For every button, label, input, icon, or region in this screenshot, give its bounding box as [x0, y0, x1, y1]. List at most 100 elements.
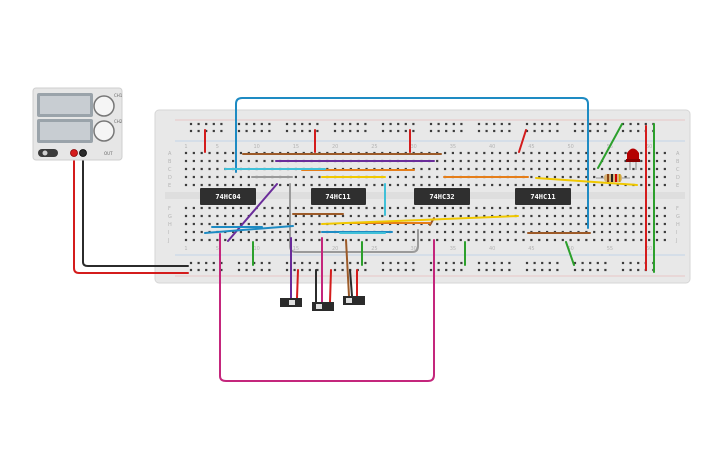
breadboard-hole[interactable]: [483, 230, 486, 234]
breadboard-hole[interactable]: [491, 151, 494, 155]
breadboard-hole[interactable]: [655, 222, 659, 226]
breadboard-hole[interactable]: [349, 122, 352, 126]
breadboard-hole[interactable]: [541, 268, 544, 272]
breadboard-hole[interactable]: [404, 122, 407, 126]
breadboard-hole[interactable]: [561, 238, 564, 242]
breadboard-hole[interactable]: [285, 261, 289, 265]
breadboard-hole[interactable]: [349, 129, 352, 133]
breadboard-hole[interactable]: [271, 230, 274, 234]
breadboard-hole[interactable]: [573, 268, 577, 272]
breadboard-hole[interactable]: [522, 206, 525, 210]
breadboard-hole[interactable]: [452, 261, 455, 265]
breadboard-hole[interactable]: [247, 206, 250, 210]
breadboard-hole[interactable]: [294, 183, 297, 187]
breadboard-hole[interactable]: [629, 261, 632, 265]
breadboard-hole[interactable]: [508, 129, 511, 133]
breadboard-hole[interactable]: [184, 183, 188, 187]
breadboard-hole[interactable]: [561, 206, 564, 210]
breadboard-hole[interactable]: [604, 129, 607, 133]
breadboard-hole[interactable]: [294, 175, 297, 179]
breadboard-hole[interactable]: [640, 159, 643, 163]
breadboard-hole[interactable]: [381, 268, 385, 272]
breadboard-hole[interactable]: [412, 230, 415, 234]
breadboard-hole[interactable]: [648, 183, 651, 187]
breadboard-hole[interactable]: [247, 222, 250, 226]
breadboard-hole[interactable]: [608, 151, 611, 155]
breadboard-hole[interactable]: [589, 268, 592, 272]
wire-yellow-2[interactable]: [535, 177, 638, 186]
breadboard-hole[interactable]: [197, 261, 200, 265]
breadboard-hole[interactable]: [279, 206, 282, 210]
breadboard-hole[interactable]: [608, 183, 611, 187]
breadboard-hole[interactable]: [232, 175, 235, 179]
breadboard-hole[interactable]: [648, 167, 651, 171]
breadboard-hole[interactable]: [205, 129, 208, 133]
breadboard-hole[interactable]: [205, 268, 208, 272]
breadboard-hole[interactable]: [436, 183, 439, 187]
breadboard-hole[interactable]: [404, 261, 407, 265]
breadboard-hole[interactable]: [525, 129, 529, 133]
breadboard-hole[interactable]: [663, 230, 666, 234]
breadboard-hole[interactable]: [522, 230, 525, 234]
breadboard-hole[interactable]: [445, 129, 448, 133]
breadboard-hole[interactable]: [263, 230, 266, 234]
breadboard-hole[interactable]: [255, 238, 258, 242]
wire-psu-black[interactable]: [82, 153, 189, 267]
breadboard-hole[interactable]: [498, 238, 502, 242]
breadboard-hole[interactable]: [239, 222, 243, 226]
breadboard-hole[interactable]: [581, 261, 584, 265]
breadboard-hole[interactable]: [596, 268, 599, 272]
breadboard-hole[interactable]: [397, 261, 400, 265]
breadboard-hole[interactable]: [428, 167, 431, 171]
breadboard-hole[interactable]: [608, 214, 611, 218]
breadboard-hole[interactable]: [302, 175, 305, 179]
breadboard-hole[interactable]: [437, 129, 440, 133]
breadboard-hole[interactable]: [648, 151, 651, 155]
breadboard-hole[interactable]: [561, 167, 564, 171]
breadboard-hole[interactable]: [569, 151, 572, 155]
breadboard-hole[interactable]: [508, 268, 511, 272]
breadboard-hole[interactable]: [616, 167, 619, 171]
breadboard-hole[interactable]: [302, 222, 305, 226]
breadboard-hole[interactable]: [192, 175, 195, 179]
breadboard-hole[interactable]: [530, 183, 533, 187]
breadboard-hole[interactable]: [655, 238, 659, 242]
breadboard-hole[interactable]: [263, 214, 266, 218]
breadboard-hole[interactable]: [318, 214, 321, 218]
breadboard-hole[interactable]: [508, 261, 511, 265]
breadboard-hole[interactable]: [624, 151, 627, 155]
breadboard-hole[interactable]: [608, 167, 611, 171]
breadboard-hole[interactable]: [548, 129, 551, 133]
breadboard-hole[interactable]: [184, 167, 188, 171]
breadboard-hole[interactable]: [546, 238, 549, 242]
breadboard-hole[interactable]: [192, 159, 195, 163]
breadboard-hole[interactable]: [326, 206, 329, 210]
breadboard-hole[interactable]: [253, 268, 256, 272]
breadboard-hole[interactable]: [600, 206, 604, 210]
breadboard-hole[interactable]: [477, 261, 481, 265]
breadboard-hole[interactable]: [663, 238, 666, 242]
breadboard-hole[interactable]: [491, 167, 494, 171]
breadboard-hole[interactable]: [365, 206, 368, 210]
breadboard-hole[interactable]: [318, 206, 321, 210]
breadboard-hole[interactable]: [208, 159, 211, 163]
breadboard-hole[interactable]: [365, 183, 368, 187]
breadboard-hole[interactable]: [500, 268, 503, 272]
breadboard-hole[interactable]: [637, 261, 640, 265]
breadboard-hole[interactable]: [364, 122, 367, 126]
breadboard-hole[interactable]: [624, 175, 627, 179]
breadboard-hole[interactable]: [467, 214, 470, 218]
breadboard-hole[interactable]: [475, 238, 478, 242]
breadboard-hole[interactable]: [500, 261, 503, 265]
breadboard-hole[interactable]: [192, 167, 195, 171]
breadboard-hole[interactable]: [483, 183, 486, 187]
breadboard-hole[interactable]: [548, 268, 551, 272]
breadboard-hole[interactable]: [356, 261, 359, 265]
breadboard-hole[interactable]: [655, 167, 659, 171]
breadboard-hole[interactable]: [648, 230, 651, 234]
breadboard-hole[interactable]: [506, 222, 509, 226]
breadboard-hole[interactable]: [420, 175, 423, 179]
breadboard-hole[interactable]: [459, 159, 462, 163]
breadboard-hole[interactable]: [224, 238, 227, 242]
breadboard-hole[interactable]: [220, 261, 223, 265]
